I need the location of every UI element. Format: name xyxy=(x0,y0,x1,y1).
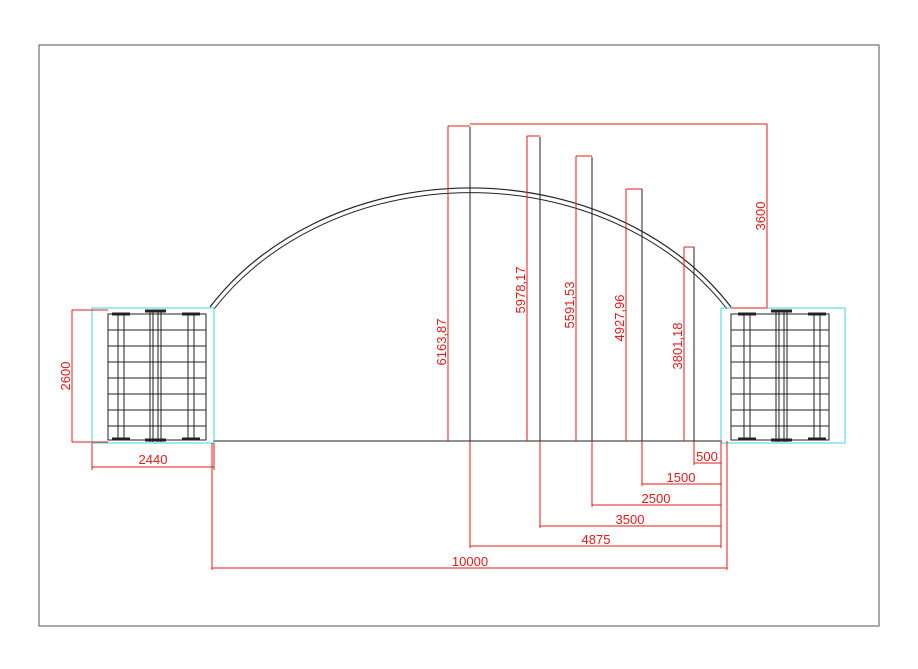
height-label-4: 4927,96 xyxy=(612,295,627,342)
offset-label-2500: 2500 xyxy=(642,491,671,506)
drawing-frame xyxy=(38,44,880,627)
container-width-label: 2440 xyxy=(139,452,168,467)
height-label-5: 3801,18 xyxy=(670,323,685,370)
offset-label-500: 500 xyxy=(696,449,718,464)
offset-label-1500: 1500 xyxy=(667,470,696,485)
support-posts xyxy=(469,127,695,441)
offset-label-4875: 4875 xyxy=(582,532,611,547)
rise-label: 3600 xyxy=(753,202,768,231)
right-container xyxy=(720,307,846,444)
dimension-lines xyxy=(71,123,768,570)
container-height-label: 2600 xyxy=(58,362,73,391)
height-label-1: 6163,87 xyxy=(434,319,449,366)
height-label-3: 5591,53 xyxy=(562,282,577,329)
height-label-2: 5978,17 xyxy=(513,267,528,314)
left-container xyxy=(91,307,215,444)
span-label: 10000 xyxy=(452,554,488,569)
offset-label-3500: 3500 xyxy=(616,512,645,527)
